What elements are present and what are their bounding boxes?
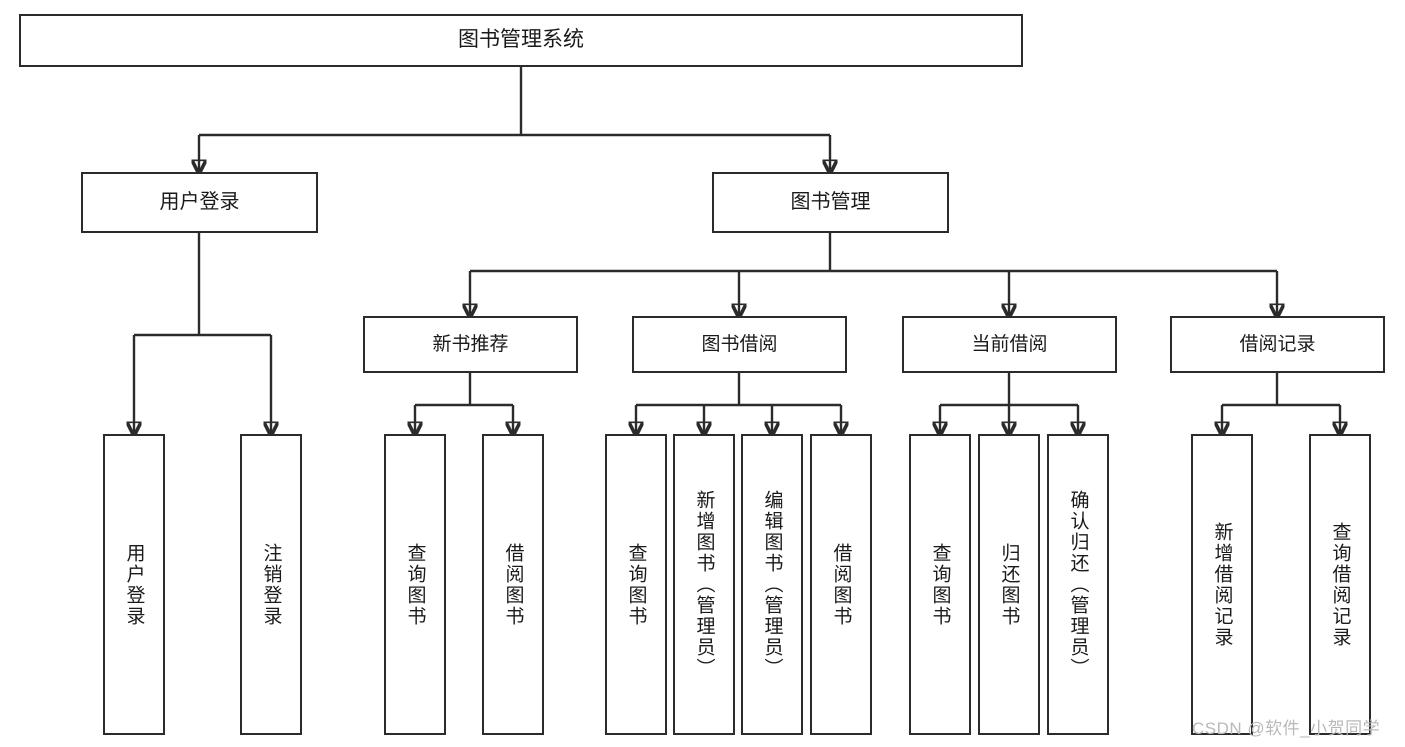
leaf-user-login-logout[interactable]: 注销登录	[240, 434, 302, 735]
leaf-new-book-query[interactable]: 查询图书	[384, 434, 446, 735]
csdn-watermark: CSDN @软件_小贺同学	[1192, 719, 1381, 738]
leaf-book-borrow-add-label: 新增图书（管理员）	[693, 490, 715, 679]
node-book-management[interactable]: 图书管理	[712, 172, 949, 233]
node-current-borrow[interactable]: 当前借阅	[902, 316, 1117, 373]
node-borrow-record[interactable]: 借阅记录	[1170, 316, 1385, 373]
leaf-current-borrow-confirm-return[interactable]: 确认归还（管理员）	[1047, 434, 1109, 735]
node-borrow-record-label: 借阅记录	[1239, 333, 1316, 355]
leaf-book-borrow-borrow[interactable]: 借阅图书	[810, 434, 872, 735]
node-new-book-recommend[interactable]: 新书推荐	[363, 316, 578, 373]
node-user-login-label: 用户登录	[159, 191, 240, 213]
leaf-borrow-record-add[interactable]: 新增借阅记录	[1191, 434, 1253, 735]
leaf-book-borrow-add[interactable]: 新增图书（管理员）	[673, 434, 735, 735]
leaf-user-login-login[interactable]: 用户登录	[103, 434, 165, 735]
leaf-current-borrow-query-label: 查询图书	[929, 542, 951, 627]
node-current-borrow-label: 当前借阅	[971, 333, 1048, 355]
node-book-borrow[interactable]: 图书借阅	[632, 316, 847, 373]
leaf-book-borrow-borrow-label: 借阅图书	[830, 542, 852, 627]
node-new-book-recommend-label: 新书推荐	[432, 333, 509, 355]
leaf-user-login-logout-label: 注销登录	[260, 542, 282, 627]
leaf-book-borrow-edit-label: 编辑图书（管理员）	[761, 490, 783, 679]
leaf-book-borrow-edit[interactable]: 编辑图书（管理员）	[741, 434, 803, 735]
node-book-borrow-label: 图书借阅	[701, 333, 778, 355]
node-root-system-label: 图书管理系统	[458, 28, 584, 52]
leaf-new-book-query-label: 查询图书	[404, 542, 426, 627]
leaf-borrow-record-add-label: 新增借阅记录	[1211, 521, 1233, 648]
leaf-borrow-record-query-label: 查询借阅记录	[1329, 521, 1351, 648]
leaf-borrow-record-query[interactable]: 查询借阅记录	[1309, 434, 1371, 735]
leaf-current-borrow-return[interactable]: 归还图书	[978, 434, 1040, 735]
node-user-login[interactable]: 用户登录	[81, 172, 318, 233]
leaf-new-book-borrow[interactable]: 借阅图书	[482, 434, 544, 735]
node-root-system[interactable]: 图书管理系统	[19, 14, 1023, 67]
leaf-user-login-login-label: 用户登录	[123, 542, 145, 627]
node-book-management-label: 图书管理	[790, 191, 871, 213]
leaf-current-borrow-return-label: 归还图书	[998, 542, 1020, 627]
leaf-new-book-borrow-label: 借阅图书	[502, 542, 524, 627]
leaf-current-borrow-confirm-return-label: 确认归还（管理员）	[1067, 490, 1089, 679]
leaf-book-borrow-query[interactable]: 查询图书	[605, 434, 667, 735]
leaf-current-borrow-query[interactable]: 查询图书	[909, 434, 971, 735]
leaf-book-borrow-query-label: 查询图书	[625, 542, 647, 627]
